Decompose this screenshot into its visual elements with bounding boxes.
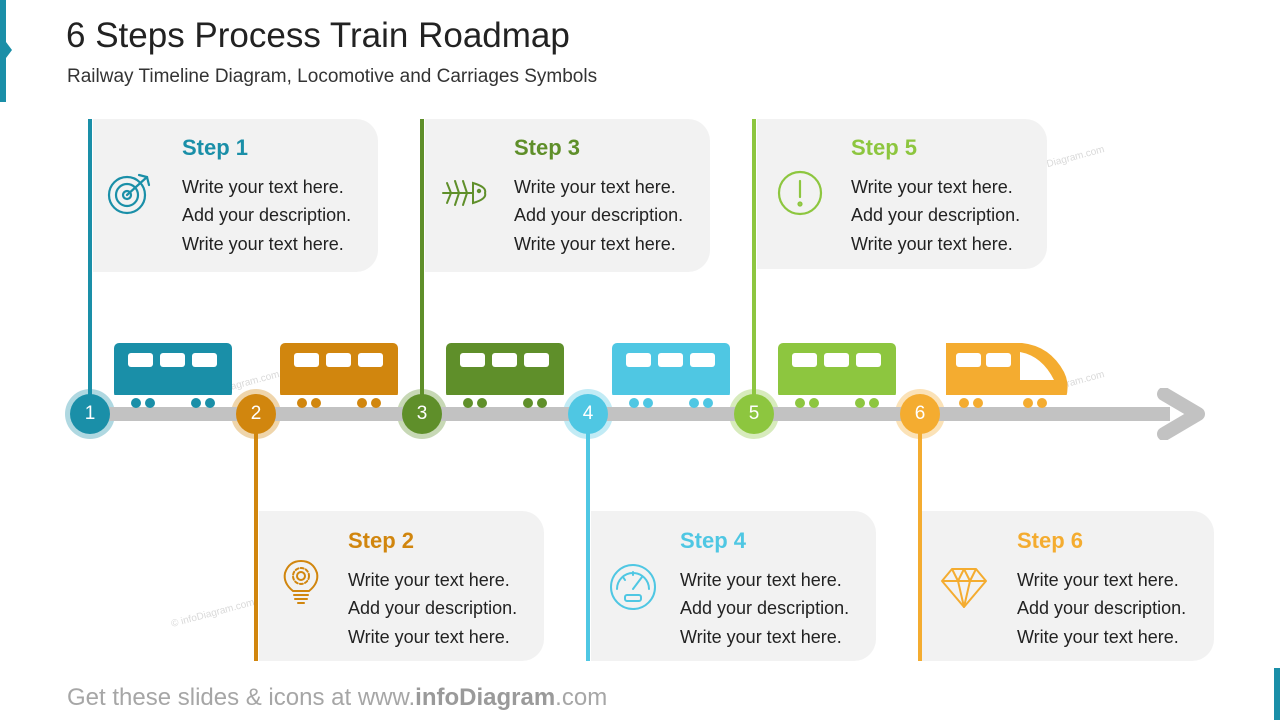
carriage-2-icon — [278, 343, 400, 408]
diamond-icon — [941, 568, 987, 608]
slide-subtitle: Railway Timeline Diagram, Locomotive and… — [67, 66, 598, 87]
step-3-line-2: Add your description. — [514, 205, 684, 225]
step-4-heading: Step 4 — [680, 528, 747, 553]
step-5-line-1: Write your text here. — [851, 177, 1013, 197]
exclamation-circle-icon — [777, 170, 823, 216]
step-4-line-2: Add your description. — [680, 598, 850, 618]
step-2-node: 2 — [231, 389, 281, 439]
track-arrow-icon — [1157, 388, 1205, 440]
step-5-line-3: Write your text here. — [851, 234, 1013, 254]
step-1-heading: Step 1 — [182, 135, 249, 160]
step-6-line-2: Add your description. — [1017, 598, 1187, 618]
step-1-connector — [88, 119, 92, 399]
right-accent-bar — [1274, 668, 1280, 720]
step-2-line-3: Write your text here. — [348, 627, 510, 647]
slide-title: 6 Steps Process Train Roadmap — [66, 16, 570, 55]
step-1-line-3: Write your text here. — [182, 234, 344, 254]
step-4-node: 4 — [563, 389, 613, 439]
footer-credit: Get these slides & icons at www.infoDiag… — [67, 684, 607, 712]
step-1-line-2: Add your description. — [182, 205, 352, 225]
step-2-connector — [254, 420, 258, 661]
carriage-4-icon — [610, 343, 732, 408]
lightbulb-gear-icon — [283, 559, 319, 604]
step-2-line-1: Write your text here. — [348, 570, 510, 590]
step-5-line-2: Add your description. — [851, 205, 1021, 225]
target-icon — [107, 173, 151, 215]
step-2-line-2: Add your description. — [348, 598, 518, 618]
step-3-connector — [420, 119, 424, 399]
footer-suffix: .com — [555, 684, 608, 711]
watermark: © infoDiagram.com — [170, 597, 256, 630]
step-3-line-3: Write your text here. — [514, 234, 676, 254]
step-1-card: Step 1 Write your text here. Add your de… — [93, 119, 378, 272]
step-3-line-1: Write your text here. — [514, 177, 676, 197]
footer-brand: infoDiagram — [415, 684, 556, 711]
step-3-card: Step 3 Write your text here. Add your de… — [425, 119, 710, 272]
step-4-line-3: Write your text here. — [680, 627, 842, 647]
left-accent-bar — [0, 0, 12, 102]
carriage-3-icon — [444, 343, 566, 408]
step-5-heading: Step 5 — [851, 135, 918, 160]
carriage-5-icon — [776, 343, 898, 408]
step-4-card: Step 4 Write your text here. Add your de… — [591, 511, 876, 661]
step-6-line-3: Write your text here. — [1017, 627, 1179, 647]
step-4-connector — [586, 420, 590, 661]
step-6-node: 6 — [895, 389, 945, 439]
step-6-heading: Step 6 — [1017, 528, 1084, 553]
step-3-heading: Step 3 — [514, 135, 581, 160]
step-2-heading: Step 2 — [348, 528, 415, 553]
step-3-node: 3 — [397, 389, 447, 439]
step-2-card: Step 2 Write your text here. Add your de… — [259, 511, 544, 661]
footer-prefix: Get these slides & icons at www. — [67, 684, 416, 711]
step-4-line-1: Write your text here. — [680, 570, 842, 590]
step-6-card: Step 6 Write your text here. Add your de… — [922, 511, 1214, 661]
speedometer-icon — [610, 564, 656, 610]
step-6-connector — [918, 420, 922, 661]
step-1-node: 1 — [65, 389, 115, 439]
step-5-connector — [752, 119, 756, 399]
carriage-1-icon — [112, 343, 234, 408]
step-1-line-1: Write your text here. — [182, 177, 344, 197]
step-5-node: 5 — [729, 389, 779, 439]
locomotive-icon — [942, 343, 1072, 408]
step-5-card: Step 5 Write your text here. Add your de… — [757, 119, 1047, 269]
fishbone-icon — [442, 180, 487, 206]
step-6-line-1: Write your text here. — [1017, 570, 1179, 590]
